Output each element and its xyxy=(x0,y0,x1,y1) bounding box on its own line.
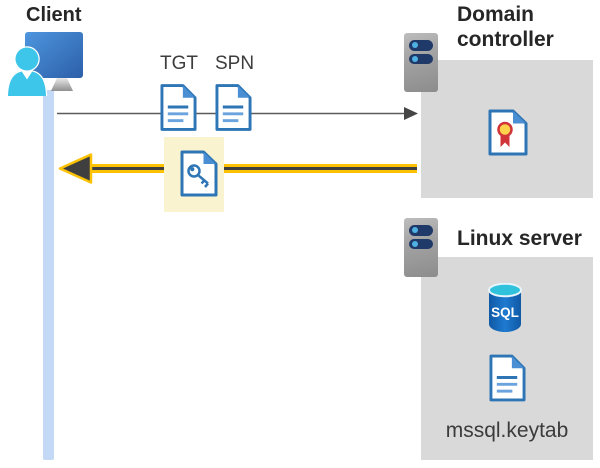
client-lifeline-bar xyxy=(43,90,54,460)
monitor-stand xyxy=(51,78,73,91)
sql-database-icon: SQL xyxy=(488,283,522,332)
client-label: Client xyxy=(26,4,82,26)
key-document-icon xyxy=(180,150,218,197)
spn-document-icon xyxy=(215,84,252,131)
domain-controller-server-icon xyxy=(404,33,438,92)
linux-server-label: Linux server xyxy=(457,227,582,250)
certificate-icon xyxy=(488,109,528,156)
server-led-icon xyxy=(411,42,418,49)
keytab-document-icon xyxy=(489,354,526,402)
domain-controller-label: Domain controller xyxy=(457,3,554,51)
person-icon xyxy=(6,46,48,96)
tgt-label: TGT xyxy=(160,53,198,74)
tgt-document-icon xyxy=(160,84,197,131)
response-arrow xyxy=(58,153,417,184)
client-user-workstation-icon xyxy=(6,32,83,96)
server-led-icon xyxy=(411,240,418,247)
server-led-icon xyxy=(411,227,418,234)
sql-text: SQL xyxy=(491,305,519,320)
key-glyph xyxy=(187,164,209,188)
monitor-icon xyxy=(25,32,83,78)
keytab-file-label: mssql.keytab xyxy=(445,419,569,442)
spn-label: SPN xyxy=(215,53,255,74)
server-led-icon xyxy=(411,55,418,62)
linux-server-icon xyxy=(404,218,438,277)
